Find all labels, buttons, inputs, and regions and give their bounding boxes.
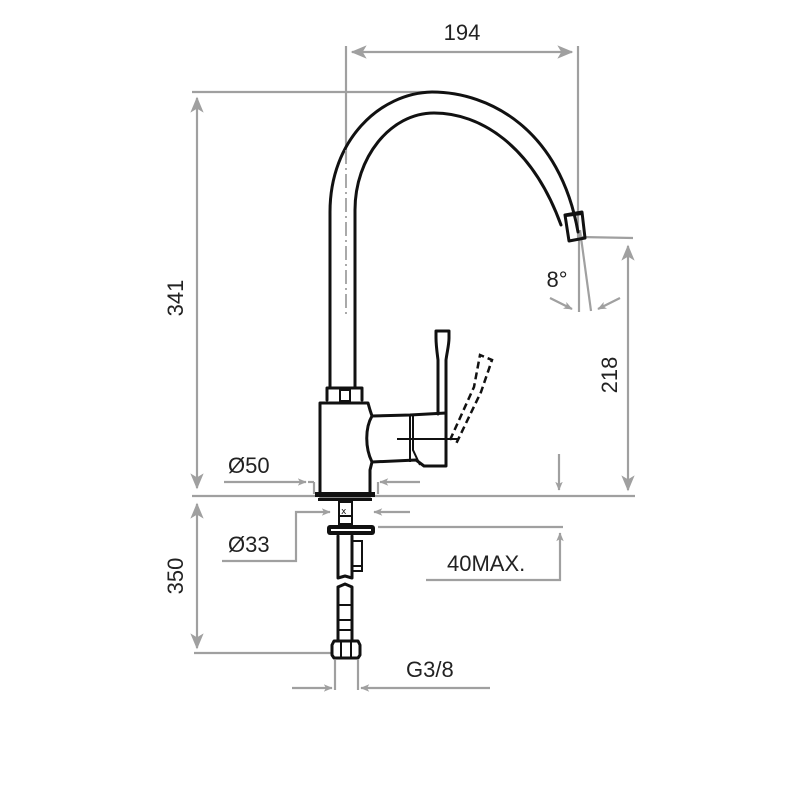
faucet-outline: x — [315, 90, 587, 660]
dimension-label-40max: 40MAX. — [447, 551, 525, 576]
collar-notch — [339, 389, 351, 402]
lever-open-position — [448, 353, 494, 447]
hose-end-nut — [330, 639, 362, 660]
spout-inner — [353, 111, 563, 390]
dimension-total-height: 341 — [163, 90, 432, 490]
dimension-label-350: 350 — [163, 558, 188, 595]
dimension-label-341: 341 — [163, 280, 188, 317]
spout-aerator — [563, 210, 587, 243]
angle-arrow-right — [597, 297, 621, 310]
lever-handle — [434, 329, 451, 416]
dimension-outlet-height: 218 — [555, 235, 635, 492]
shank-neck — [338, 515, 353, 525]
dimension-base-diameter: Ø50 — [224, 453, 420, 494]
housing-seam-2 — [412, 415, 421, 466]
hose-connector — [351, 540, 363, 572]
base-gasket — [318, 498, 372, 501]
aerator-ring — [565, 213, 583, 217]
dimension-label-194: 194 — [444, 20, 481, 45]
dimension-hose-length: 350 — [163, 502, 332, 655]
dimension-leader — [426, 532, 564, 582]
swivel-collar — [325, 386, 364, 402]
dimension-spout-angle: 8° — [546, 229, 621, 312]
spout-outer — [328, 90, 580, 390]
angle-reference-line — [578, 229, 593, 312]
dimension-label-218: 218 — [597, 357, 622, 394]
nut-line — [331, 529, 371, 531]
dimension-label-g38: G3/8 — [406, 657, 454, 682]
dimension-hole-diameter: Ø33 — [222, 508, 410, 563]
supply-hose — [336, 582, 354, 642]
shank-body — [336, 534, 354, 580]
dimension-max-thickness: 40MAX. — [378, 525, 564, 582]
faucet-body — [318, 401, 374, 498]
dimension-label-8-degrees: 8° — [546, 267, 567, 292]
dimension-spout-reach: 194 — [344, 20, 580, 240]
shank-cross-mark: x — [341, 507, 347, 517]
base-flange — [315, 492, 375, 497]
extension-line — [579, 235, 634, 240]
dimension-label-d50: Ø50 — [228, 453, 270, 478]
angle-arrow-left — [549, 297, 573, 310]
dimension-label-d33: Ø33 — [228, 532, 270, 557]
dimension-connection-thread: G3/8 — [292, 657, 490, 692]
dimension-leader — [222, 508, 331, 563]
